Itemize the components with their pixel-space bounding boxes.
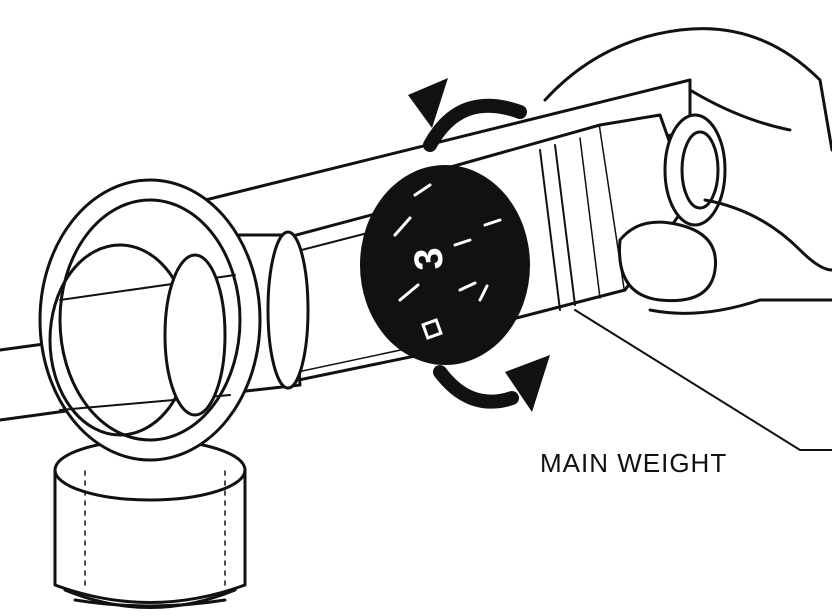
- dial-tick: [458, 281, 477, 292]
- hand: [543, 27, 832, 315]
- dial-index-marker: [421, 318, 443, 340]
- dial-tick: [413, 183, 432, 197]
- dial-tick: [483, 218, 502, 227]
- curved-arrow-icon: [433, 355, 550, 412]
- rotating-dial: 3: [360, 165, 530, 365]
- pedestal: [53, 438, 247, 609]
- curved-arrow-icon: [408, 78, 527, 152]
- end-ring: [38, 178, 262, 462]
- callout-leader: [574, 309, 832, 451]
- main-weight-label: MAIN WEIGHT: [540, 448, 728, 478]
- dial-tick: [453, 238, 472, 247]
- dial-tick: [398, 283, 420, 302]
- dial-tick: [393, 216, 412, 237]
- dial-number: 3: [406, 246, 452, 272]
- dial-tick: [478, 284, 489, 302]
